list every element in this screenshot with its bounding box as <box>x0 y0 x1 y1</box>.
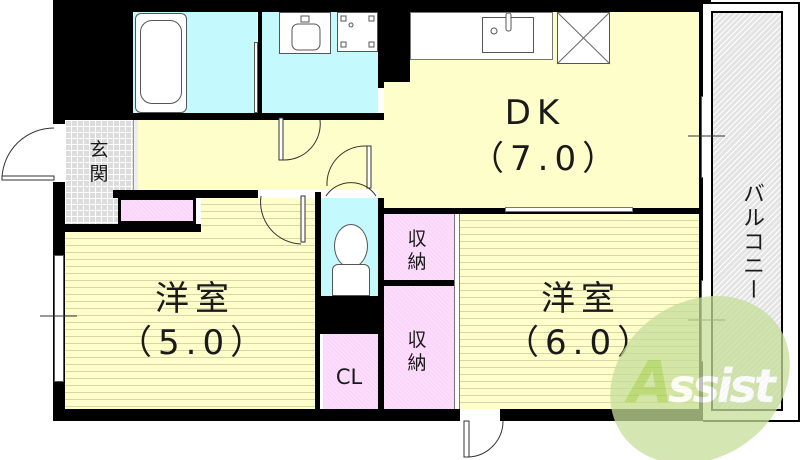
storage-upper <box>384 214 454 280</box>
bathtub-inner <box>140 20 182 104</box>
wall-kitchen-notch <box>384 12 410 82</box>
bottom-door-opening <box>460 409 500 421</box>
toilet-tank-icon <box>332 264 370 296</box>
entrance-step-line <box>133 120 138 192</box>
entrance-label: 玄関 <box>89 139 109 185</box>
bath-door-panel <box>254 42 258 113</box>
sink-icon <box>482 17 534 53</box>
shoe-cabinet <box>118 197 196 224</box>
entrance-door-frame <box>53 124 65 182</box>
washbasin-icon <box>279 12 331 54</box>
wall-toilet-bottom <box>315 296 384 334</box>
western-right-size: （6.0） <box>505 323 658 363</box>
closet-label: CL <box>335 365 363 389</box>
western-left-size: （5.0） <box>118 323 271 363</box>
sliding-door-dk <box>505 207 633 212</box>
outer-wall-bottom <box>53 409 710 421</box>
left-window <box>54 255 64 382</box>
entrance-door-icon <box>1 127 55 181</box>
wall-left-room-top <box>65 224 201 232</box>
hallway <box>138 120 384 190</box>
stove-space <box>557 12 610 64</box>
dk-room-size: （7.0） <box>470 139 623 179</box>
storage-upper-label: 収納 <box>407 228 427 273</box>
dk-room-name: DK <box>504 93 566 133</box>
western-right-name: 洋室 <box>541 279 621 319</box>
closet <box>320 334 378 409</box>
wall-bath-wash-divider-lower <box>258 56 262 116</box>
wall-storage-divider <box>384 280 460 286</box>
washing-machine-icon <box>337 12 378 52</box>
wall-toilet-right <box>378 198 384 409</box>
western-room-left <box>65 232 315 409</box>
bottom-door-icon <box>463 420 504 458</box>
storage-lower <box>384 286 454 409</box>
wall-hall-bottom <box>113 190 258 198</box>
wall-wash-right <box>378 0 388 88</box>
storage-doors <box>454 214 460 409</box>
balcony-label: バルコニー <box>739 182 764 302</box>
hallway-lower <box>378 120 384 210</box>
wall-fill-upper-left <box>53 0 133 120</box>
entrance <box>65 120 133 230</box>
storage-lower-label: 収納 <box>407 329 427 374</box>
western-left-name: 洋室 <box>155 279 235 319</box>
toilet-bowl-icon <box>334 224 368 268</box>
western-room-left-upper <box>201 198 315 232</box>
wall-wash-bottom <box>133 113 388 120</box>
